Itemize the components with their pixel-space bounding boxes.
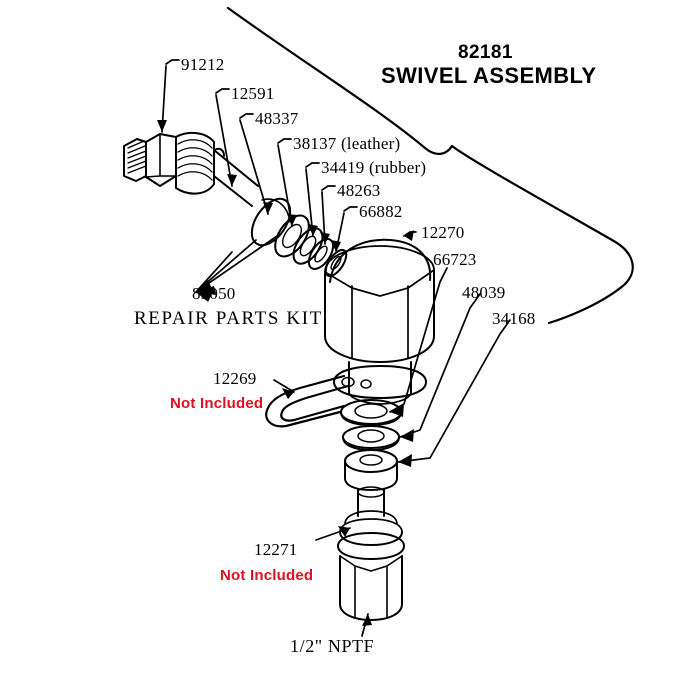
- assembly-outline-curve: [226, 6, 634, 325]
- lower-seal-34168: [344, 449, 398, 491]
- shaft-male-thread: [123, 138, 147, 182]
- callout-66723: 66723: [433, 250, 477, 269]
- swivel-flange: [333, 365, 427, 399]
- leader-12269: [273, 379, 295, 393]
- callout-48263: 48263: [337, 181, 381, 200]
- callout-48337: 48337: [255, 109, 299, 128]
- leader-48337: [239, 113, 254, 119]
- callout-12270: 12270: [421, 223, 465, 242]
- callout-66882: 66882: [359, 202, 403, 221]
- leader-arrowheads: [157, 120, 414, 626]
- callout-38137: 38137 (leather): [293, 134, 401, 153]
- bottom-thread-label: 1/2" NPTF: [290, 636, 375, 656]
- shaft-threaded-collar: [175, 131, 215, 195]
- leader-34168: [397, 319, 511, 463]
- not-included-12269: Not Included: [170, 395, 264, 412]
- packing-ring-4: [307, 238, 335, 270]
- lower-washer-48039: [342, 425, 400, 451]
- callout-48039: 48039: [462, 283, 506, 302]
- leader-38137: [277, 138, 292, 144]
- kit-number-83050: 83050: [192, 284, 236, 303]
- not-included-12271: Not Included: [220, 567, 314, 584]
- leader-34419: [305, 162, 320, 168]
- callout-34419: 34419 (rubber): [321, 158, 427, 177]
- leader-12270: [403, 231, 417, 237]
- shaft-rod: [213, 149, 259, 207]
- shaft-hex-nut: [145, 133, 177, 187]
- swivel-hex-body: [324, 238, 435, 363]
- leader-48263: [321, 185, 336, 191]
- kit-title-label: REPAIR PARTS KIT: [134, 308, 323, 329]
- leader-12591: [215, 88, 230, 94]
- callout-34168: 34168: [492, 309, 536, 328]
- callout-12269: 12269: [213, 369, 257, 388]
- callout-12591: 12591: [231, 84, 275, 103]
- leader-91212: [165, 59, 180, 65]
- title-assembly-name: SWIVEL ASSEMBLY: [381, 63, 597, 88]
- callout-12271: 12271: [254, 540, 298, 559]
- title-part-number: 82181: [458, 42, 513, 63]
- callout-91212: 91212: [181, 55, 225, 74]
- leader-66882: [343, 206, 358, 212]
- bottom-coupling: [337, 510, 405, 621]
- leader-66723: [389, 267, 448, 413]
